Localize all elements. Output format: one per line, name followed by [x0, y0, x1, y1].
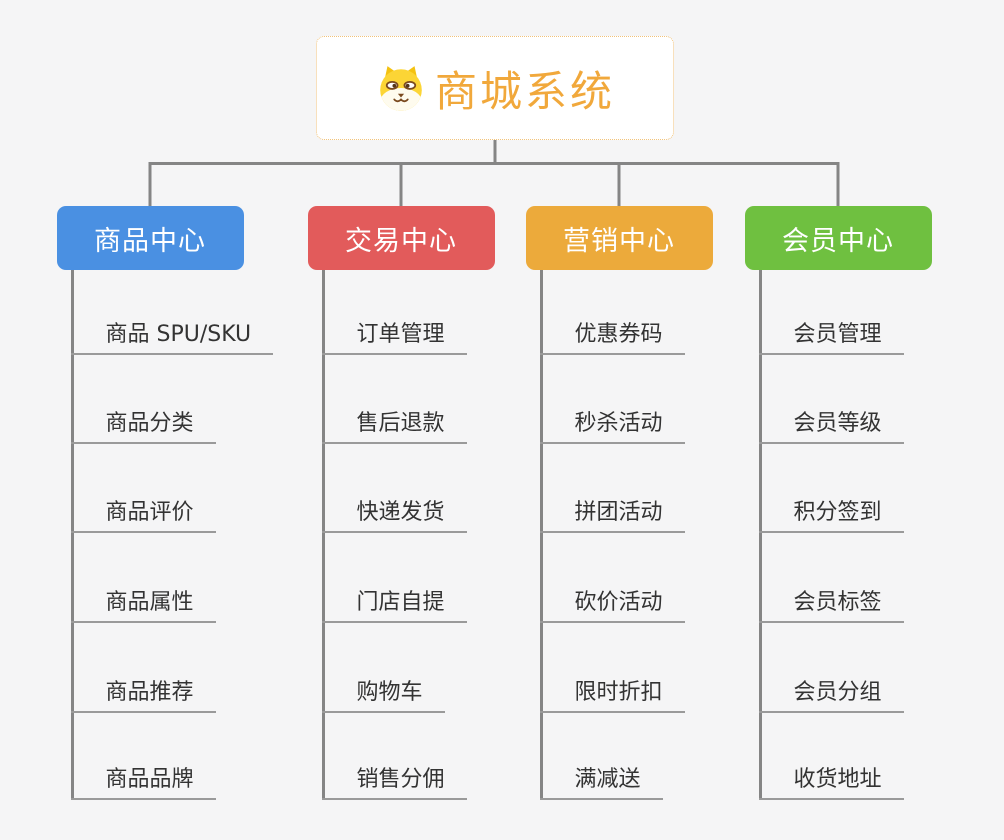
leaf-node-member-center-5[interactable]: 收货地址: [758, 760, 904, 800]
leaf-node-product-center-5[interactable]: 商品品牌: [70, 760, 216, 800]
leaf-node-product-center-1[interactable]: 商品分类: [70, 404, 216, 444]
leaf-node-member-center-0[interactable]: 会员管理: [758, 315, 904, 355]
leaf-node-trade-center-1[interactable]: 售后退款: [321, 404, 467, 444]
branch-label: 营销中心: [563, 225, 675, 257]
leaf-node-trade-center-0[interactable]: 订单管理: [321, 315, 467, 355]
dog-face-icon: [375, 62, 427, 114]
branch-label: 交易中心: [345, 225, 457, 257]
branch-label: 会员中心: [782, 225, 894, 257]
root-title: 商城系统: [434, 66, 615, 116]
leaf-node-marketing-center-3[interactable]: 砍价活动: [539, 583, 685, 623]
leaf-node-marketing-center-2[interactable]: 拼团活动: [539, 493, 685, 533]
leaf-node-marketing-center-0[interactable]: 优惠券码: [539, 315, 685, 355]
branch-node-member-center[interactable]: 会员中心: [744, 206, 932, 270]
branch-label: 商品中心: [94, 225, 206, 257]
leaf-node-marketing-center-1[interactable]: 秒杀活动: [539, 404, 685, 444]
branch-node-product-center[interactable]: 商品中心: [56, 206, 244, 270]
leaf-node-member-center-1[interactable]: 会员等级: [758, 404, 904, 444]
branch-node-marketing-center[interactable]: 营销中心: [525, 206, 713, 270]
leaf-node-member-center-4[interactable]: 会员分组: [758, 673, 904, 713]
leaf-node-trade-center-4[interactable]: 购物车: [321, 673, 445, 713]
root-node-mall-system[interactable]: 商城系统: [316, 36, 674, 140]
branch-spine: [539, 270, 543, 800]
branch-spine: [758, 270, 762, 800]
leaf-node-trade-center-3[interactable]: 门店自提: [321, 583, 467, 623]
leaf-node-marketing-center-5[interactable]: 满减送: [539, 760, 663, 800]
branch-spine: [70, 270, 74, 800]
leaf-node-product-center-4[interactable]: 商品推荐: [70, 673, 216, 713]
leaf-node-product-center-2[interactable]: 商品评价: [70, 493, 216, 533]
leaf-node-marketing-center-4[interactable]: 限时折扣: [539, 673, 685, 713]
branch-node-trade-center[interactable]: 交易中心: [307, 206, 495, 270]
leaf-node-product-center-3[interactable]: 商品属性: [70, 583, 216, 623]
leaf-node-trade-center-2[interactable]: 快递发货: [321, 493, 467, 533]
branch-spine: [321, 270, 325, 800]
leaf-node-member-center-3[interactable]: 会员标签: [758, 583, 904, 623]
leaf-node-product-center-0[interactable]: 商品 SPU/SKU: [70, 315, 274, 355]
leaf-node-trade-center-5[interactable]: 销售分佣: [321, 760, 467, 800]
leaf-node-member-center-2[interactable]: 积分签到: [758, 493, 904, 533]
